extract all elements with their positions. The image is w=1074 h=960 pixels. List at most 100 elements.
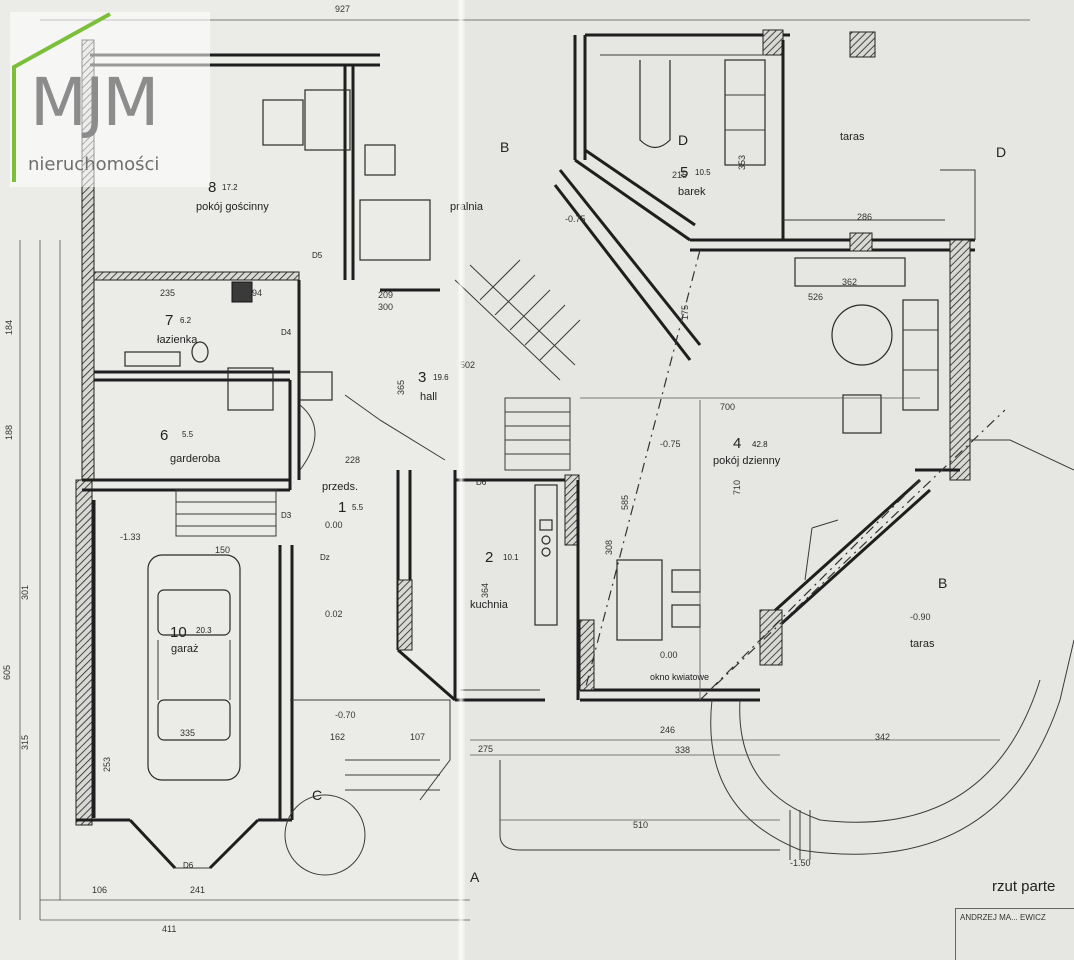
dim-150: 150 xyxy=(215,545,230,555)
taras-top-label: taras xyxy=(840,131,865,143)
room-3-number: 3 xyxy=(418,369,426,386)
room-8-number: 8 xyxy=(208,179,216,196)
logo-letters: MJM xyxy=(30,64,159,141)
level-living: -0.75 xyxy=(660,439,681,449)
dim-315: 315 xyxy=(20,735,30,750)
dim-184: 184 xyxy=(4,320,14,335)
dim-411: 411 xyxy=(162,924,176,934)
dim-275: 275 xyxy=(478,744,493,754)
dim-246: 246 xyxy=(660,725,675,735)
dim-526: 526 xyxy=(808,292,823,302)
dim-162: 162 xyxy=(330,732,345,742)
logo-subtitle: nieruchomości xyxy=(28,154,160,175)
dim-209: 209 xyxy=(378,290,393,300)
dim-235: 235 xyxy=(160,288,175,298)
living-room-walls xyxy=(579,232,1006,702)
room-2-number: 2 xyxy=(485,549,493,566)
room-5-label: barek xyxy=(678,186,706,198)
room-7-label: łazienka xyxy=(157,334,198,346)
left-wing-walls xyxy=(75,39,380,870)
level-garage: -1.33 xyxy=(120,532,141,542)
room-8-area: 17.2 xyxy=(222,183,238,192)
room-4-number: 4 xyxy=(733,435,741,452)
room-10-label: garaż xyxy=(171,643,199,655)
dim-106: 106 xyxy=(92,885,107,895)
section-mark-b-right: B xyxy=(938,575,947,591)
room-1-label: przeds. xyxy=(322,481,358,493)
room-3-label: hall xyxy=(420,391,437,403)
level-entry: 0.00 xyxy=(325,520,343,530)
mjm-logo: MJM nieruchomości xyxy=(10,12,210,187)
section-mark-a: A xyxy=(470,869,480,885)
garage-stairs xyxy=(175,489,277,537)
dim-585: 585 xyxy=(620,495,630,510)
room-4-area: 42.8 xyxy=(752,440,768,449)
room-8-label: pokój gościnny xyxy=(196,201,269,213)
dim-342: 342 xyxy=(875,732,890,742)
terraces xyxy=(710,169,1074,860)
entrance-steps xyxy=(284,699,780,876)
room-10-area: 20.3 xyxy=(196,626,212,635)
taras-right-label: taras xyxy=(910,638,935,650)
room-1-number: 1 xyxy=(338,499,346,516)
dim-364: 364 xyxy=(480,583,490,598)
room-6-area: 5.5 xyxy=(182,430,194,439)
dim-300: 300 xyxy=(378,302,393,312)
title-block: ANDRZEJ MA... EWICZ xyxy=(955,908,1074,960)
level-terrace-right: -0.90 xyxy=(910,612,931,622)
dim-253: 253 xyxy=(102,757,112,772)
dim-308: 308 xyxy=(604,540,614,555)
door-tag-d6-garage: D6 xyxy=(183,861,194,870)
dim-188: 188 xyxy=(4,425,14,440)
pralnia-label: pralnia xyxy=(450,201,484,213)
kitchen-walls xyxy=(455,474,580,702)
door-tag-d5: D5 xyxy=(312,251,323,260)
dim-365: 365 xyxy=(396,380,406,395)
dim-286: 286 xyxy=(857,212,872,222)
room-7-area: 6.2 xyxy=(180,316,192,325)
dim-362: 362 xyxy=(842,277,857,287)
level-przeds: 0.02 xyxy=(325,609,343,619)
room-6-label: garderoba xyxy=(170,453,221,465)
door-tag-dz: Dz xyxy=(320,553,330,562)
plan-title: rzut parte xyxy=(992,878,1056,895)
room-5-area: 10.5 xyxy=(695,168,711,177)
hall-stairs xyxy=(454,259,581,471)
room-2-area: 10.1 xyxy=(503,553,519,562)
room-7-number: 7 xyxy=(165,312,173,329)
living-room-furniture xyxy=(616,257,939,641)
level-kitchen: 0.00 xyxy=(660,650,678,660)
garage-car xyxy=(147,554,241,781)
level-terrace-bottom: -1.50 xyxy=(790,858,811,868)
bathroom-fixtures xyxy=(124,281,333,411)
dim-301: 301 xyxy=(20,585,30,600)
level-front: -0.70 xyxy=(335,710,356,720)
section-mark-d-right: D xyxy=(996,144,1006,160)
door-tag-d4: D4 xyxy=(281,328,292,337)
dim-335: 335 xyxy=(180,728,195,738)
dim-241: 241 xyxy=(190,885,205,895)
dim-107: 107 xyxy=(410,732,425,742)
section-mark-c: C xyxy=(312,787,322,803)
room-4-label: pokój dzienny xyxy=(713,455,781,467)
room-10-number: 10 xyxy=(170,624,187,641)
logo-roof-icon xyxy=(10,12,210,187)
guest-room-furniture xyxy=(262,89,431,261)
room-1-area: 5.5 xyxy=(352,503,364,512)
dim-228: 228 xyxy=(345,455,360,465)
dim-338: 338 xyxy=(675,745,690,755)
dim-700: 700 xyxy=(720,402,735,412)
section-mark-b-top: B xyxy=(500,139,509,155)
section-mark-d-barek: D xyxy=(678,132,688,148)
dim-353: 353 xyxy=(737,155,747,170)
dim-175: 175 xyxy=(680,305,690,320)
room-5-number: 5 xyxy=(680,164,688,181)
level-stair: -0.75 xyxy=(565,214,586,224)
dim-502: 502 xyxy=(460,360,475,370)
barek-walls xyxy=(553,29,876,361)
page-fold-highlight xyxy=(457,0,465,960)
okno-kwiatowe-label: okno kwiatowe xyxy=(650,672,709,682)
door-tag-d6-kitchen: D6 xyxy=(476,478,487,487)
hall-walls xyxy=(299,288,457,702)
